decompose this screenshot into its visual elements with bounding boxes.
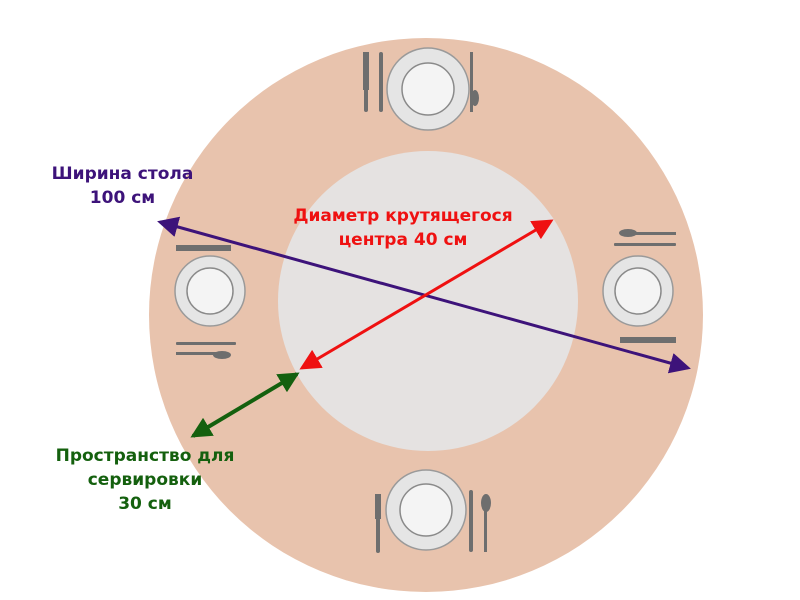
place-setting-bottom — [375, 469, 491, 553]
table-width-label-line2: 100 см — [89, 188, 156, 208]
center-diameter-arrow — [299, 219, 554, 370]
serving-space-arrow — [190, 372, 300, 438]
center-diameter-label-line2: центра 40 см — [338, 230, 468, 250]
rotating-center — [278, 151, 578, 451]
center-diameter-label-line1: Диаметр крутящегося — [293, 206, 513, 226]
center-diameter-label: Диаметр крутящегося центра 40 см — [268, 204, 538, 252]
serving-space-label-line3: 30 см — [118, 494, 172, 514]
table-width-label: Ширина стола 100 см — [30, 162, 215, 210]
serving-space-label-line2: сервировки — [87, 470, 203, 490]
table-width-label-line1: Ширина стола — [51, 164, 194, 184]
serving-space-label: Пространство для сервировки 30 см — [30, 444, 260, 516]
place-setting-top — [363, 47, 479, 131]
serving-space-label-line1: Пространство для — [55, 446, 235, 466]
